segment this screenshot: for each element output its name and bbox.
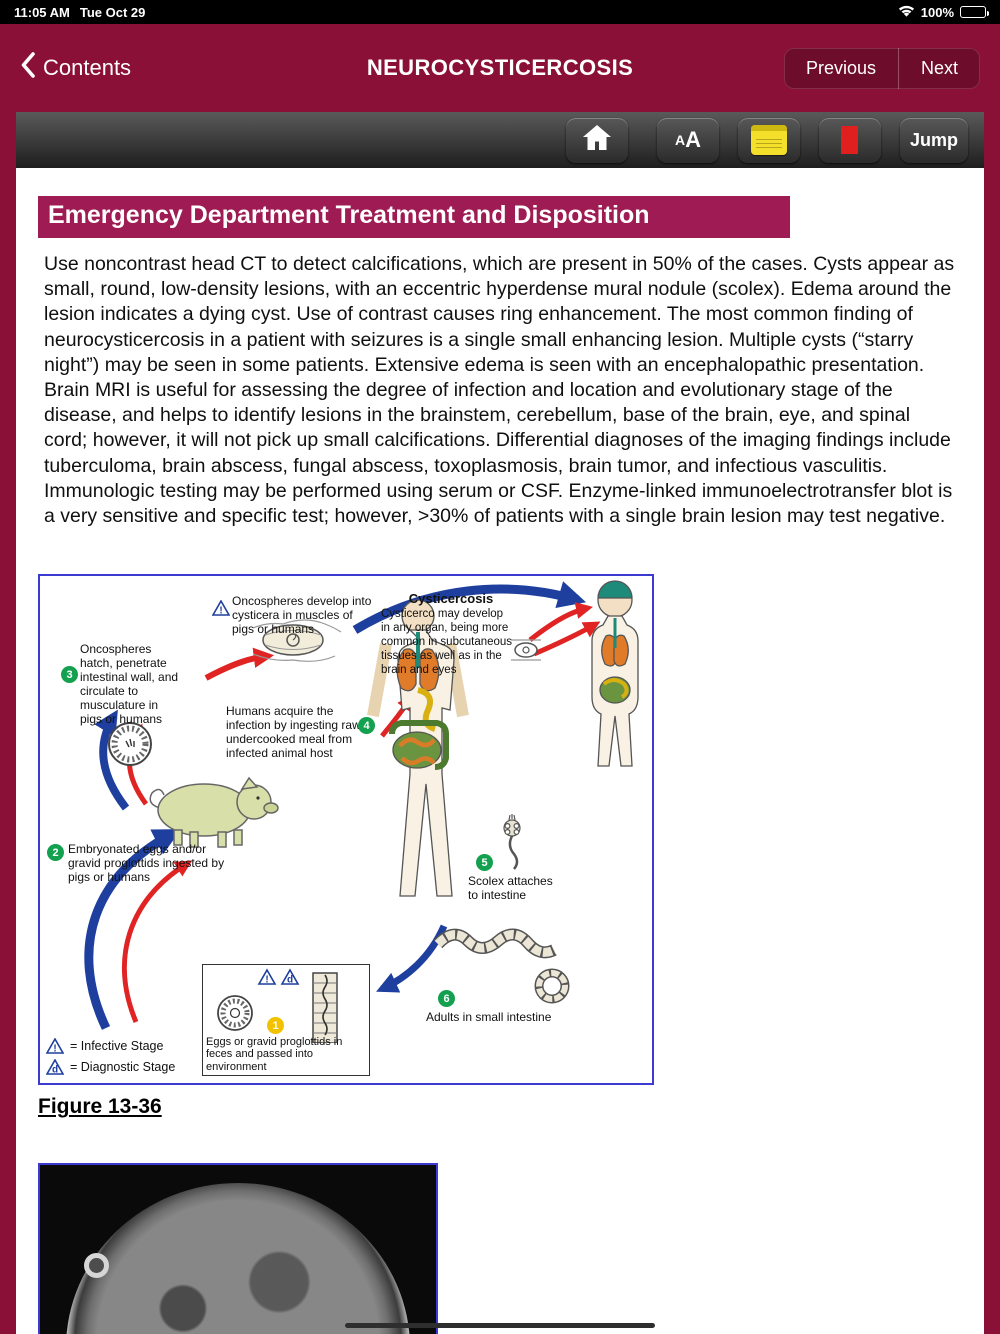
label-humans-acquire: Humans acquire the infection by ingestin… (226, 704, 375, 761)
diagnostic-legend-icon: d (46, 1059, 64, 1075)
status-time: 11:05 AM (14, 4, 70, 20)
mri-brain-image (66, 1183, 410, 1334)
legend-infective-label: = Infective Stage (70, 1039, 164, 1054)
text-size-small-a: A (674, 132, 686, 148)
battery-percent: 100% (920, 4, 954, 20)
infective-legend-icon: ! (46, 1038, 64, 1054)
home-indicator[interactable] (345, 1323, 655, 1328)
svg-text:d: d (52, 1065, 58, 1076)
svg-text:!: ! (219, 606, 222, 617)
lifecycle-figure: ! Oncospheres develop into cysticera in … (38, 574, 654, 1086)
home-button[interactable] (565, 117, 628, 163)
label-oncospheres-hatch: Oncospheres hatch, penetrate intestinal … (80, 642, 179, 727)
jump-label: Jump (909, 129, 958, 150)
step-2-badge: 2 (47, 844, 64, 862)
mri-figure (38, 1163, 438, 1334)
wifi-icon (898, 5, 915, 20)
legend-infective: ! = Infective Stage (46, 1038, 163, 1054)
nav-bar: Contents NEUROCYSTICERCOSIS Previous Nex… (0, 24, 1000, 112)
legend-diagnostic: d = Diagnostic Stage (46, 1059, 175, 1075)
content-page: Emergency Department Treatment and Dispo… (16, 168, 984, 1334)
section-heading: Emergency Department Treatment and Dispo… (38, 196, 790, 238)
label-cysticercosis-title: Cysticercosis (408, 591, 494, 607)
notes-button[interactable] (737, 117, 800, 163)
bookmark-button[interactable] (818, 117, 881, 163)
svg-text:!: ! (53, 1044, 56, 1055)
label-scolex-attaches: Scolex attaches to intestine (468, 874, 553, 903)
contents-back-button[interactable]: Contents (20, 52, 131, 84)
notepad-icon (750, 125, 787, 155)
label-cysticercosis-body: Cysticerco may develop in any organ, bei… (381, 608, 513, 677)
bookmark-icon (841, 126, 859, 154)
back-label: Contents (43, 55, 132, 80)
infective-stage-icon: ! (212, 600, 230, 616)
battery-icon (960, 6, 989, 18)
status-date: Tue Oct 29 (79, 4, 146, 20)
svg-text:!: ! (265, 975, 268, 986)
mri-lesion-ring (84, 1253, 109, 1279)
label-oncospheres-develop: Oncospheres develop into cysticera in mu… (232, 594, 372, 637)
text-size-big-a: A (685, 127, 701, 152)
lifecycle-artwork-icon (84, 580, 639, 1031)
legend-diagnostic-label: = Diagnostic Stage (70, 1060, 176, 1075)
label-embryonated-eggs: Embryonated eggs and/or gravid proglotti… (68, 842, 225, 885)
next-button[interactable]: Next (920, 57, 958, 78)
step-4-badge: 4 (358, 717, 375, 735)
label-eggs-caption: Eggs or gravid proglottids in feces and … (206, 1035, 343, 1073)
back-chevron-icon (20, 52, 35, 84)
step-6-badge: 6 (438, 990, 455, 1008)
svg-text:d: d (287, 975, 293, 986)
page-title: NEUROCYSTICERCOSIS (366, 55, 634, 80)
eggs-artwork-icon: ! d (217, 968, 338, 1044)
previous-button[interactable]: Previous (805, 57, 876, 78)
figure-caption-link[interactable]: Figure 13-36 (38, 1095, 162, 1119)
status-bar: 11:05 AM Tue Oct 29 100% (0, 0, 1000, 24)
step-3-badge: 3 (61, 666, 78, 684)
jump-button[interactable]: Jump (899, 117, 968, 163)
step-5-badge: 5 (476, 854, 493, 872)
label-adults-intestine: Adults in small intestine (426, 1010, 552, 1025)
eggs-proglottids-box: ! d (202, 964, 370, 1077)
prev-next-group: Previous Next (783, 47, 980, 89)
article-paragraph: Use noncontrast head CT to detect calcif… (44, 253, 955, 528)
step-1-badge: 1 (267, 1017, 284, 1035)
prev-next-divider (897, 47, 899, 89)
home-icon (582, 124, 612, 156)
